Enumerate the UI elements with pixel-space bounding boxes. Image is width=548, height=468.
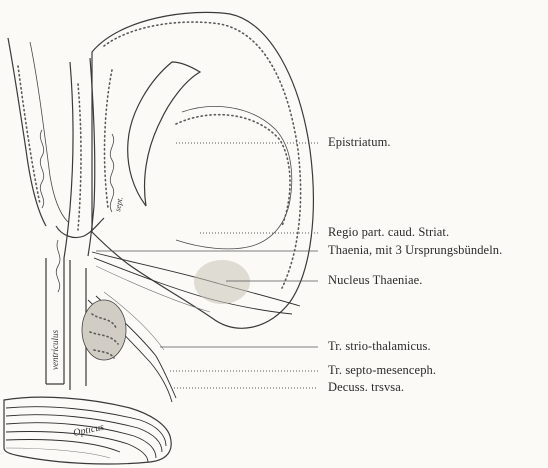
cortex-dots-inner [176,115,290,226]
septum-folds-left [40,130,43,208]
cortex-dots-left [105,70,112,208]
medial-wall-left-inner [30,42,68,222]
label-tr-strio-thalamicus: Tr. strio-thalamicus. [328,339,431,354]
label-decuss-trsvsa: Decuss. trsvsa. [328,380,404,395]
label-tr-septo-mesenceph: Tr. septo-mesenceph. [328,363,436,378]
septum-column-right [88,58,95,256]
medial-dots-left [18,66,40,204]
central-stem [56,218,104,238]
label-nucleus-thaeniae: Nucleus Thaeniae. [328,273,423,288]
septum-folds-right [110,134,113,212]
label-epistriatum: Epistriatum. [328,135,391,150]
nucleus-cluster [82,300,126,360]
ventricle-sickle [128,62,200,206]
epistriatum-curve [176,106,292,248]
label-regio-part-caud-striat: Regio part. caud. Striat. [328,225,449,240]
nucleus-thaeniae-shade [194,260,250,304]
septum-dots [78,84,81,230]
septum-column-left [64,62,73,258]
septum-inscription: sept. [113,196,124,212]
opticus-inscription: Opticus [72,422,105,439]
stem-folds [56,240,60,292]
label-thaenia: Thaenia, mit 3 Ursprungsbündeln. [328,243,502,258]
ventriculus-inscription: ventriculus [50,330,60,370]
cortex-dots-outer [104,22,301,288]
